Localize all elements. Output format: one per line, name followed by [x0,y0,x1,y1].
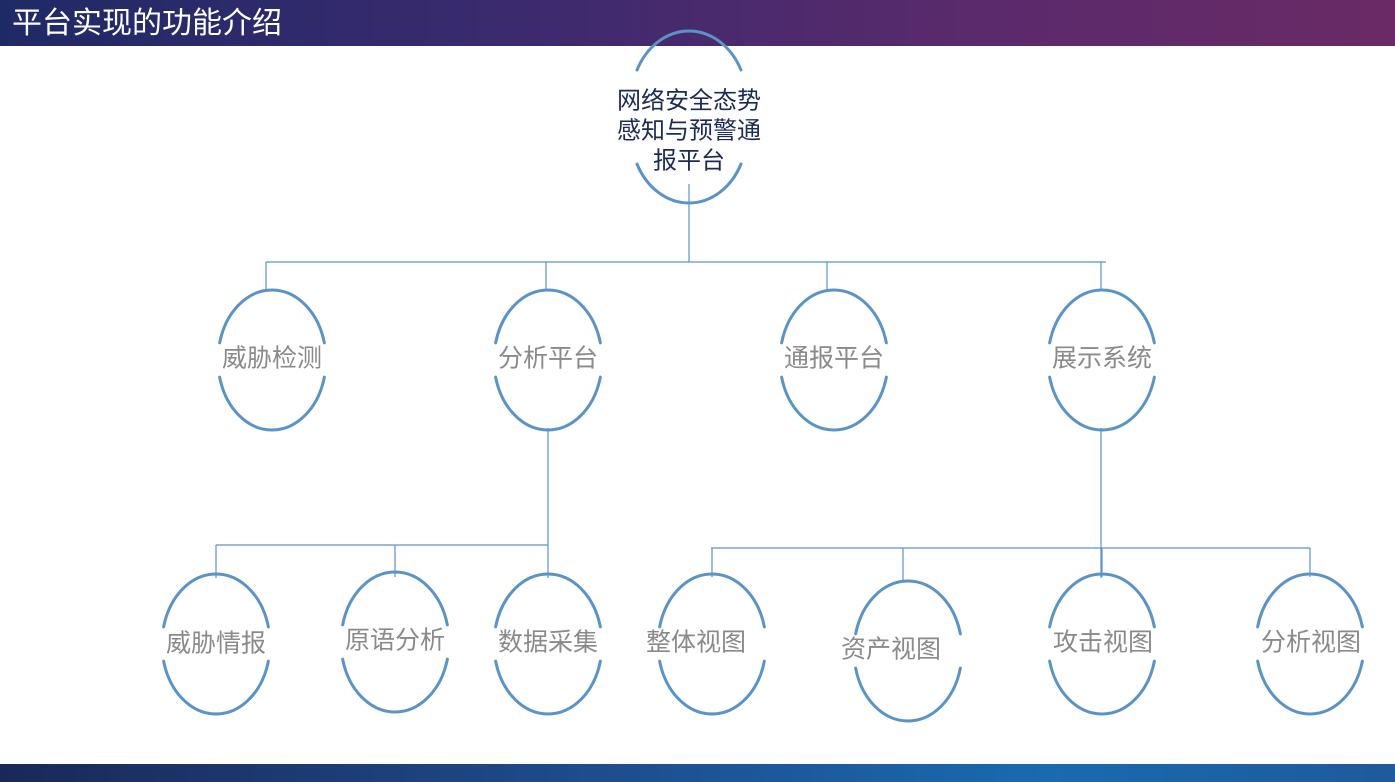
root-node-label-line-3: 报平台 [653,147,725,175]
level2-node-1-label: 威胁检测 [222,344,322,373]
analysis-child-node-2-bottom-arc [341,657,449,714]
display-child-node-2-bottom-arc [854,666,962,723]
display-child-node-1-bottom-arc [658,659,766,716]
level2-node-2-label: 分析平台 [498,344,598,373]
analysis-child-node-3-label: 数据采集 [498,628,598,657]
level2-node-1-top-arc [218,288,326,345]
level2-node-1-bottom-arc [218,375,326,432]
display-child-node-3-label: 攻击视图 [1053,628,1153,657]
level2-node-3-bottom-arc [780,375,888,432]
display-child-node-4-label: 分析视图 [1261,628,1361,657]
analysis-child-node-1-label: 威胁情报 [166,629,266,658]
footer-bar [0,764,1395,782]
display-child-node-2-label: 资产视图 [841,635,941,664]
display-child-node-1-label: 整体视图 [646,628,746,657]
level2-node-4-label: 展示系统 [1052,344,1152,373]
analysis-child-node-3-bottom-arc [494,659,602,716]
analysis-child-node-2-label: 原语分析 [345,626,445,655]
level2-node-3-label: 通报平台 [784,344,884,373]
title-bar: 平台实现的功能介绍 [0,0,1395,46]
level2-node-4-top-arc [1048,288,1156,345]
display-child-node-1-top-arc [658,572,766,629]
display-child-node-3-top-arc [1048,572,1156,629]
analysis-child-node-1-top-arc [162,572,270,629]
root-node-label-line-1: 网络安全态势 [617,87,761,115]
display-child-node-3-bottom-arc [1048,659,1156,716]
display-child-node-4-bottom-arc [1256,659,1364,716]
level2-node-4-bottom-arc [1048,375,1156,432]
analysis-child-node-3-top-arc [494,572,602,629]
root-node-top-arc [635,29,743,72]
level2-node-2-top-arc [494,288,602,345]
display-child-node-2-top-arc [854,579,962,636]
analysis-child-node-2-top-arc [341,570,449,627]
display-child-node-4-top-arc [1256,572,1364,629]
analysis-child-node-1-bottom-arc [162,659,270,716]
slide-title: 平台实现的功能介绍 [12,6,282,41]
root-node-label-line-2: 感知与预警通 [617,117,761,145]
level2-node-3-top-arc [780,288,888,345]
level2-node-2-bottom-arc [494,375,602,432]
